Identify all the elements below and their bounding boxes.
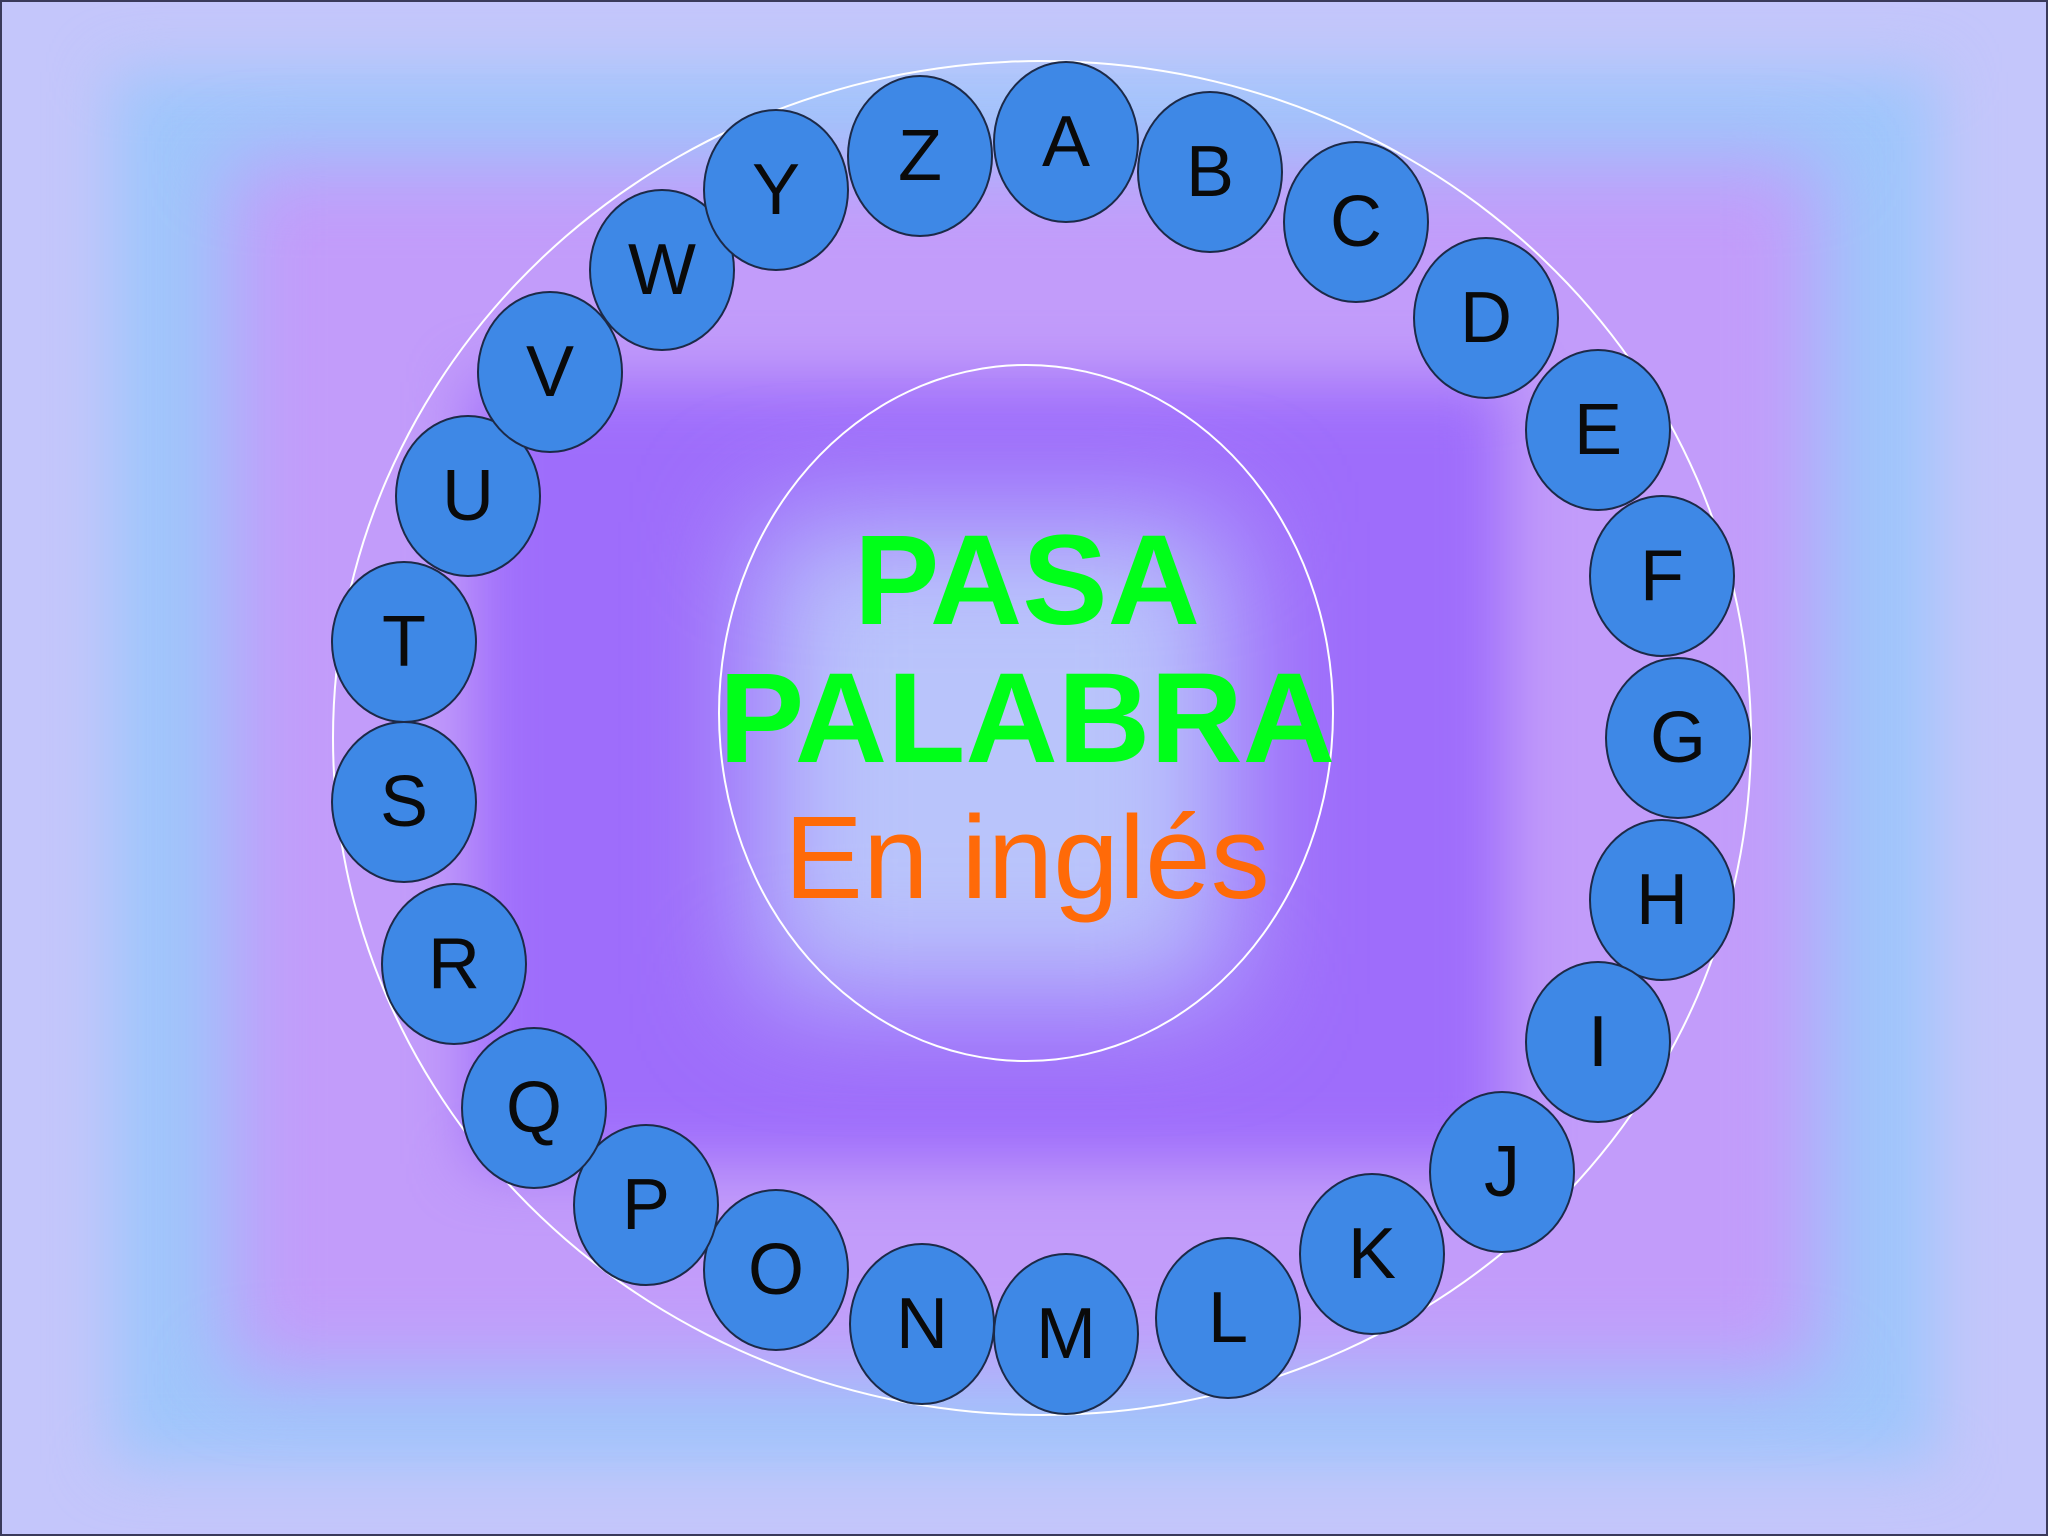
letter-bubble-f[interactable]: F [1589,495,1735,657]
letter-bubble-i[interactable]: I [1525,961,1671,1123]
letter-bubble-e[interactable]: E [1525,349,1671,511]
subtitle-line: En inglés [784,792,1270,924]
title-line-1: PASA [853,509,1201,652]
letter-bubble-p[interactable]: P [573,1124,719,1286]
letter-bubble-t[interactable]: T [331,561,477,723]
letter-bubble-s[interactable]: S [331,721,477,883]
letter-bubble-r[interactable]: R [381,883,527,1045]
letter-bubble-q[interactable]: Q [461,1027,607,1189]
game-title: PASA PALABRA En inglés [682,512,1372,928]
letter-bubble-a[interactable]: A [993,61,1139,223]
letter-bubble-n[interactable]: N [849,1243,995,1405]
letter-bubble-b[interactable]: B [1137,91,1283,253]
letter-bubble-w[interactable]: W [589,189,735,351]
letter-bubble-g[interactable]: G [1605,657,1751,819]
letter-bubble-z[interactable]: Z [847,75,993,237]
letter-bubble-y[interactable]: Y [703,109,849,271]
center-circle [718,364,1334,1062]
letter-bubble-m[interactable]: M [993,1253,1139,1415]
letter-bubble-c[interactable]: C [1283,141,1429,303]
letter-bubble-o[interactable]: O [703,1189,849,1351]
letter-bubble-j[interactable]: J [1429,1091,1575,1253]
title-line-2: PALABRA [718,647,1336,790]
letter-wheel-ring [332,60,1752,1416]
letter-bubble-h[interactable]: H [1589,819,1735,981]
letter-bubble-k[interactable]: K [1299,1173,1445,1335]
letter-bubble-d[interactable]: D [1413,237,1559,399]
letter-bubble-v[interactable]: V [477,291,623,453]
letter-bubble-l[interactable]: L [1155,1237,1301,1399]
